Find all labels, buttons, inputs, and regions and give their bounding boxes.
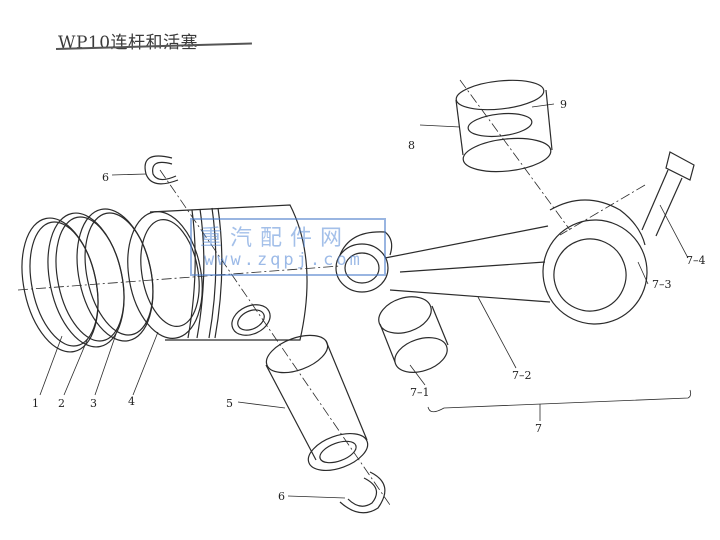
callout-7: 7 bbox=[535, 422, 542, 435]
circlip-lower bbox=[339, 471, 386, 514]
callout-3: 3 bbox=[90, 397, 97, 410]
connecting-rod bbox=[335, 199, 648, 325]
piston-4 bbox=[127, 204, 308, 341]
axis-lines bbox=[17, 79, 646, 506]
piston-ring-3 bbox=[76, 208, 154, 342]
watermark-frame bbox=[190, 218, 386, 276]
piston-pin-5 bbox=[265, 334, 369, 471]
watermark-site-name: 重汽配件网 bbox=[200, 226, 351, 251]
callout-9: 9 bbox=[560, 98, 567, 111]
diagram-title: WP10连杆和活塞 bbox=[58, 33, 199, 53]
callout-5: 5 bbox=[226, 397, 233, 410]
callout-6-upper: 6 bbox=[102, 171, 109, 184]
callout-7-1: 7–1 bbox=[410, 386, 430, 399]
callout-7-4: 7–4 bbox=[686, 254, 706, 267]
piston-ring-1 bbox=[21, 217, 99, 353]
circlip-upper bbox=[144, 155, 179, 185]
callout-4: 4 bbox=[128, 395, 135, 408]
small-end-bushing bbox=[378, 296, 449, 373]
big-end-bearing bbox=[455, 79, 553, 173]
callout-2: 2 bbox=[58, 397, 65, 410]
piston-ring-2 bbox=[47, 212, 125, 348]
callout-8: 8 bbox=[408, 139, 415, 152]
callout-1: 1 bbox=[32, 397, 39, 410]
rod-bolt bbox=[641, 151, 695, 237]
leader-lines bbox=[39, 103, 692, 499]
callout-6-lower: 6 bbox=[278, 490, 285, 503]
watermark-url: www.zqpj.com bbox=[204, 250, 363, 270]
callout-7-3: 7–3 bbox=[652, 278, 672, 291]
callout-7-2: 7–2 bbox=[512, 369, 532, 382]
